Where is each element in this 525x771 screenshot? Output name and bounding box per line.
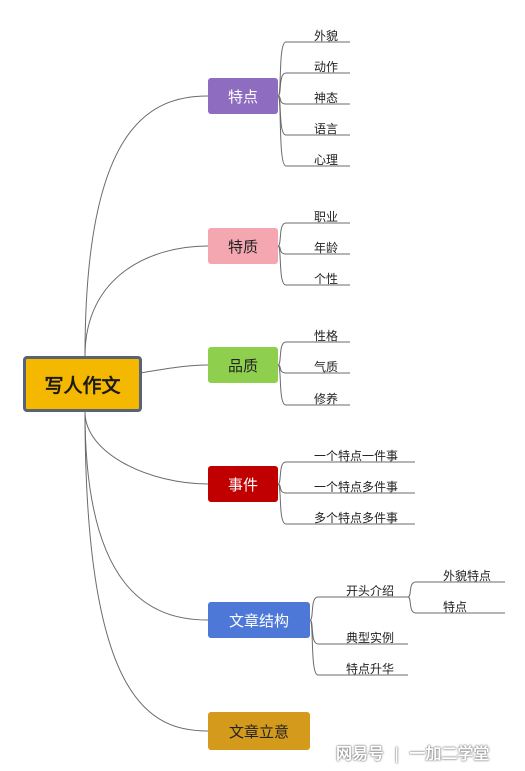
branch-node-structure[interactable]: 文章结构: [208, 602, 310, 638]
leaf-cultivation[interactable]: 修养: [314, 392, 339, 406]
features-connector-4: [277, 95, 350, 167]
watermark-separator: |: [394, 744, 400, 763]
leaf-personality[interactable]: 个性: [314, 272, 339, 286]
traits-connector-0: [277, 222, 350, 247]
branch-node-theme[interactable]: 文章立意: [208, 712, 310, 750]
events-connector-1: [277, 483, 415, 494]
leaf-appearance[interactable]: 外貌: [314, 29, 339, 43]
root-connector-0: [84, 95, 209, 357]
watermark-author: 一加二学堂: [409, 744, 490, 763]
leaf-expression[interactable]: 神态: [314, 91, 339, 105]
intro-connector-0: [407, 581, 505, 598]
root-connector-5: [84, 411, 209, 732]
root-connector-1: [84, 245, 209, 357]
root-connector-4: [84, 411, 209, 621]
root-node[interactable]: 写人作文: [23, 356, 142, 412]
branch-node-traits[interactable]: 特质: [208, 228, 278, 264]
leaf-feature-sublimation[interactable]: 特点升华: [346, 662, 395, 676]
leaf-psychology[interactable]: 心理: [314, 153, 339, 167]
leaf-many-features-many-events[interactable]: 多个特点多件事: [314, 511, 399, 525]
leaf-opening-intro[interactable]: 开头介绍: [346, 584, 395, 598]
leaf-age[interactable]: 年龄: [314, 241, 339, 255]
branch-node-features[interactable]: 特点: [208, 78, 278, 114]
structure-connector-2: [309, 619, 408, 676]
quality-connector-1: [277, 364, 350, 374]
leaf-character[interactable]: 性格: [314, 329, 339, 343]
intro-connector-1: [407, 596, 505, 614]
watermark-brand: 网易号: [336, 744, 385, 763]
branch-node-quality[interactable]: 品质: [208, 347, 278, 383]
root-connector-3: [84, 411, 209, 485]
features-connector-1: [277, 72, 350, 97]
traits-connector-2: [277, 245, 350, 286]
watermark: 网易号 | 一加二学堂: [336, 740, 489, 764]
leaf-action[interactable]: 动作: [314, 60, 339, 74]
structure-connector-0: [309, 596, 408, 621]
subleaf-appearance-features[interactable]: 外貌特点: [443, 569, 492, 583]
subleaf-features[interactable]: 特点: [443, 600, 468, 614]
features-connector-2: [277, 95, 350, 105]
leaf-occupation[interactable]: 职业: [314, 210, 339, 224]
leaf-temperament[interactable]: 气质: [314, 360, 339, 374]
leaf-one-feature-many-events[interactable]: 一个特点多件事: [314, 480, 399, 494]
branch-node-events[interactable]: 事件: [208, 466, 278, 502]
quality-connector-2: [277, 364, 350, 406]
leaf-typical-example[interactable]: 典型实例: [346, 631, 395, 645]
events-connector-2: [277, 483, 415, 525]
leaf-language[interactable]: 语言: [314, 122, 339, 136]
quality-connector-0: [277, 341, 350, 366]
traits-connector-1: [277, 245, 350, 255]
leaf-one-feature-one-event[interactable]: 一个特点一件事: [314, 449, 399, 463]
events-connector-0: [277, 461, 415, 485]
